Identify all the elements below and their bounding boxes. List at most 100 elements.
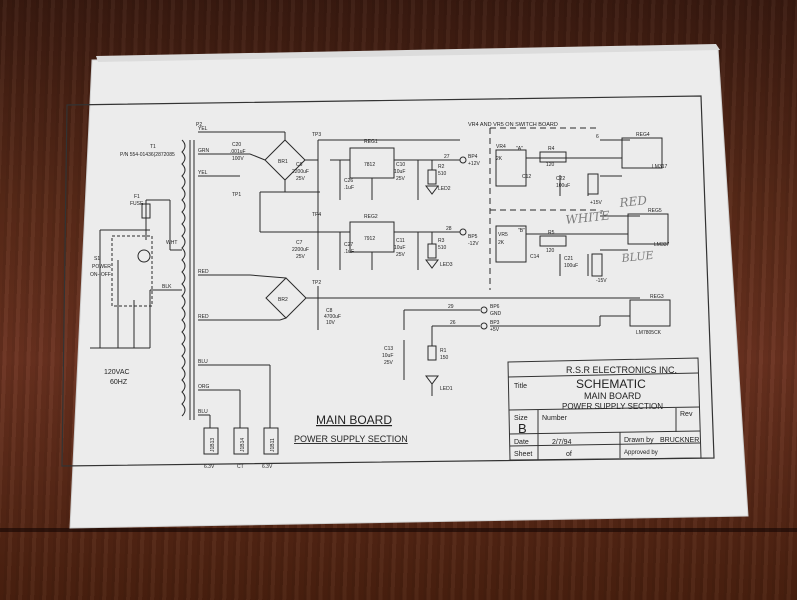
c21-label: C21 xyxy=(564,256,573,262)
tp2-label: TP2 xyxy=(312,280,321,286)
node-a-label: "A" xyxy=(516,146,523,152)
jack-label-1: 6.3V xyxy=(204,464,215,470)
c20-value: .001uF xyxy=(230,149,246,155)
grn-wire: GRN xyxy=(198,148,210,154)
vr5-label: VR5 xyxy=(498,232,508,238)
red-wire-2: RED xyxy=(198,314,209,320)
br1-label: BR1 xyxy=(278,159,288,165)
pin-29-label: 29 xyxy=(448,304,454,310)
node-b-label: "B" xyxy=(518,228,525,234)
title-block-text: R.S.R ELECTRONICS INC. Title SCHEMATIC M… xyxy=(514,365,699,458)
led1-label: LED1 xyxy=(440,386,453,392)
reg1-label: REG1 xyxy=(364,139,378,145)
c21-value: 100uF xyxy=(564,263,578,269)
bp6-voltage: GND xyxy=(490,311,502,317)
p2-label: P2 xyxy=(196,122,202,128)
date-label: Date xyxy=(514,439,529,446)
br2-label: BR2 xyxy=(278,297,288,303)
pin-7-label: 7 xyxy=(600,210,603,216)
c20-voltage: 100V xyxy=(232,156,244,162)
section-label: POWER SUPPLY SECTION xyxy=(294,434,408,444)
jack-label-3: 6.3V xyxy=(262,464,273,470)
r3-value: 510 xyxy=(438,245,447,251)
r2-label: R2 xyxy=(438,164,445,170)
title-main: SCHEMATIC xyxy=(576,377,646,391)
rev-label: Rev xyxy=(680,411,693,418)
bp5-voltage: -12V xyxy=(468,241,479,247)
r3-label: R3 xyxy=(438,238,445,244)
reg4-label: REG4 xyxy=(636,132,650,138)
reg5-part: LM337 xyxy=(654,242,670,248)
tp4-label: TP4 xyxy=(312,212,321,218)
c8-value: 4700uF xyxy=(324,314,341,320)
jack-label-2: CT xyxy=(237,464,244,470)
reg1-part: 7812 xyxy=(364,162,375,168)
pin-27-label: 27 xyxy=(444,154,450,160)
fuse-label: FUSE xyxy=(130,201,144,207)
t1-label: T1 xyxy=(150,144,156,150)
led3-label: LED3 xyxy=(440,262,453,268)
sheet-label: Sheet xyxy=(514,451,532,458)
pin-28-label: 28 xyxy=(446,226,452,232)
r1-value: 150 xyxy=(440,355,449,361)
c22-label: C22 xyxy=(556,176,565,182)
size-label: Size xyxy=(514,415,528,422)
bp6-label: BP6 xyxy=(490,304,500,310)
reg4-part: LM317 xyxy=(652,164,668,170)
company-name: R.S.R ELECTRONICS INC. xyxy=(566,365,677,375)
r1-label: R1 xyxy=(440,348,447,354)
c6-value: 2200uF xyxy=(292,169,309,175)
c11-voltage: 25V xyxy=(396,252,406,258)
minus15-label: -15V xyxy=(596,278,607,284)
c13-voltage: 25V xyxy=(384,360,394,366)
wht-wire: WHT xyxy=(166,240,177,246)
title-label: Title xyxy=(514,383,527,390)
drawn-value: BRUCKNER xyxy=(660,437,699,444)
c10-voltage: 25V xyxy=(396,176,406,182)
title-block xyxy=(507,357,702,461)
vr4-label: VR4 xyxy=(496,144,506,150)
f1-label: F1 xyxy=(134,194,140,200)
c14-label: C14 xyxy=(530,254,539,260)
reg2-part: 7912 xyxy=(364,236,375,242)
blu-wire-1: BLU xyxy=(198,359,208,365)
mains-frequency: 60HZ xyxy=(110,379,128,386)
reg2-label: REG2 xyxy=(364,214,378,220)
reg3-label: REG3 xyxy=(650,294,664,300)
c13-value: 10uF xyxy=(382,353,393,359)
jumper-1: J1B13 xyxy=(210,438,216,452)
c8-label: C8 xyxy=(326,308,333,314)
bp3-voltage: +5V xyxy=(490,327,500,333)
handwritten-red: RED xyxy=(618,193,648,210)
r4-value: 120 xyxy=(546,162,555,168)
handwritten-blue: BLUE xyxy=(620,249,654,265)
c26-value: .1uF xyxy=(344,185,354,191)
title-sub1: MAIN BOARD xyxy=(584,391,642,401)
paper-under-edge xyxy=(96,44,720,62)
drawing-border xyxy=(61,95,715,467)
plus15-label: +15V xyxy=(590,200,602,206)
of-label: of xyxy=(566,451,572,458)
main-board-label: MAIN BOARD xyxy=(316,413,392,427)
component-labels: T1 P/N 554-01436(2872085 P2 F1 FUSE S1 P… xyxy=(90,122,670,470)
tp1-label: TP1 xyxy=(232,192,241,198)
bp4-voltage: +12V xyxy=(468,161,480,167)
wiring xyxy=(90,127,671,455)
c10-label: C10 xyxy=(396,162,405,168)
c27-label: C27 xyxy=(344,242,353,248)
c26-label: C26 xyxy=(344,178,353,184)
c8-voltage: 10V xyxy=(326,320,336,326)
size-value: B xyxy=(518,421,527,436)
c13-label: C13 xyxy=(384,346,393,352)
r4-label: R4 xyxy=(548,146,555,152)
onoff-label: ON--OFF xyxy=(90,272,111,278)
jumper-3: J1B11 xyxy=(270,438,276,452)
r5-value: 120 xyxy=(546,248,555,254)
pin-6-label: 6 xyxy=(596,134,599,140)
r2-value: 510 xyxy=(438,171,447,177)
title-sub2: POWER SUPPLY SECTION xyxy=(562,402,663,411)
date-value: 2/7/94 xyxy=(552,439,572,446)
c7-label: C7 xyxy=(296,240,303,246)
